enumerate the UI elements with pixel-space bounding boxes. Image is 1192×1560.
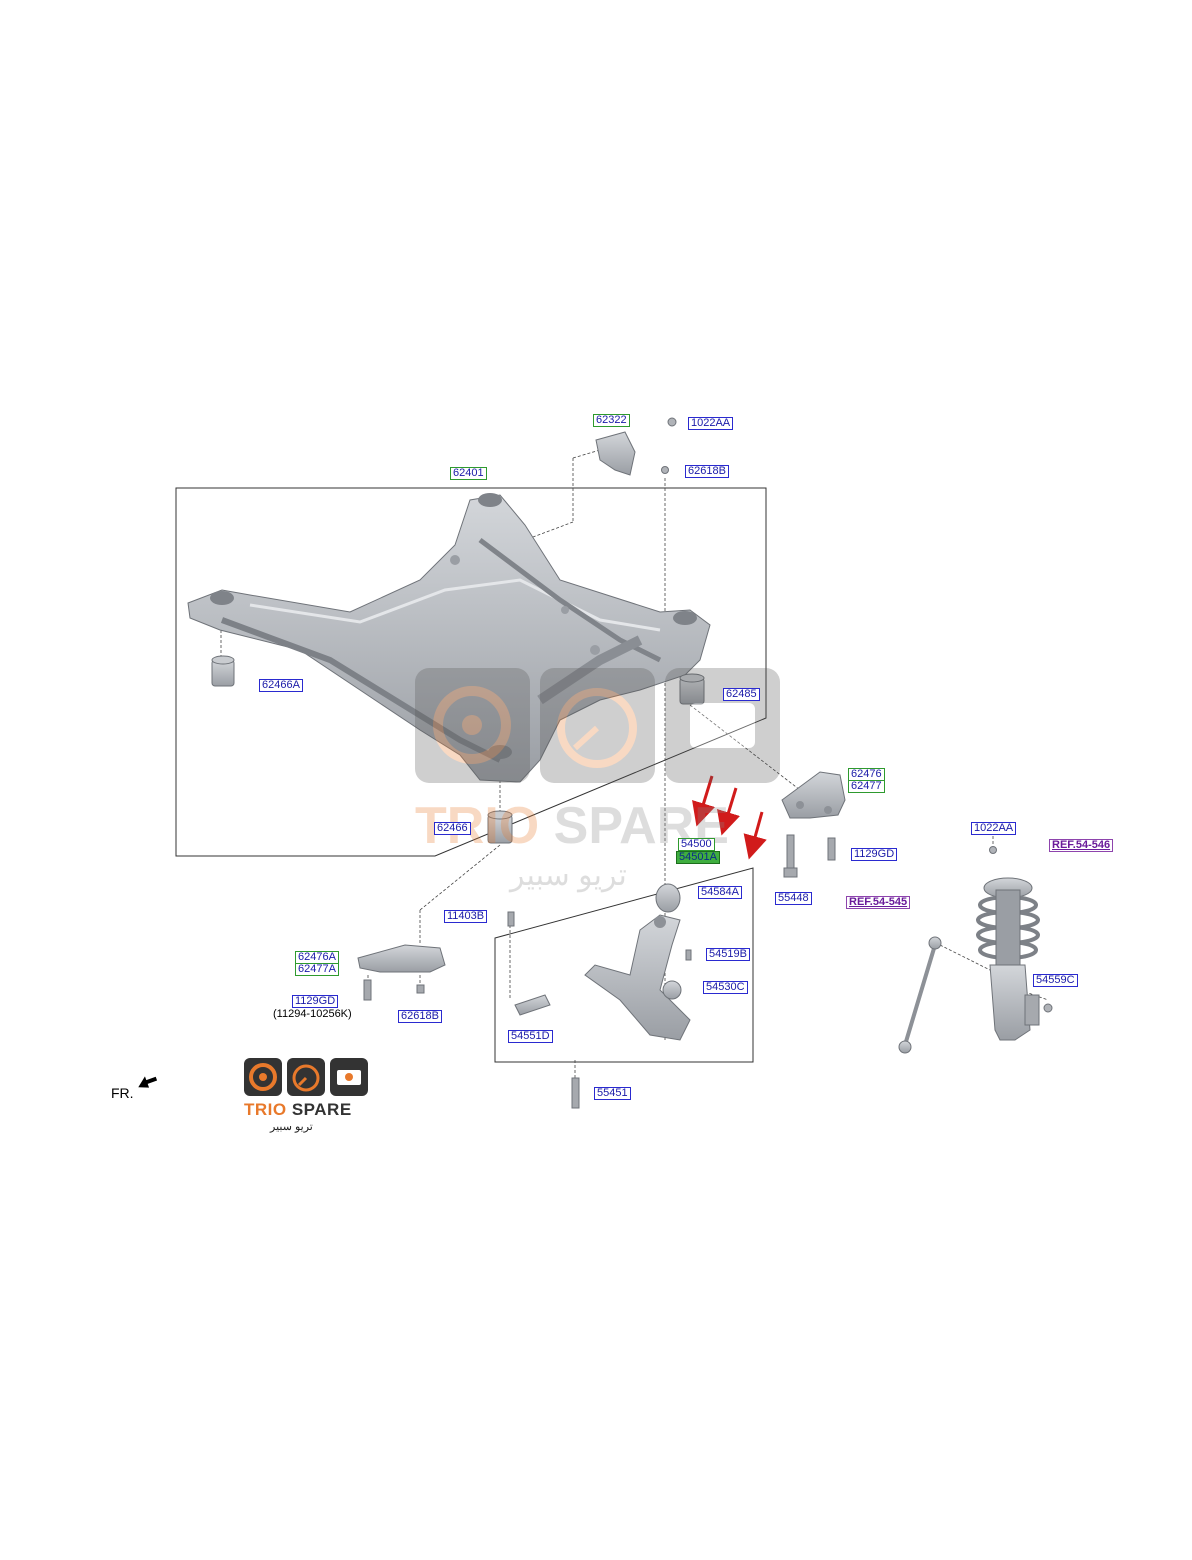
brake-disc-icon [244, 1058, 282, 1096]
front-direction-label: FR. [111, 1085, 134, 1101]
logo-brand-left: TRIO [244, 1100, 287, 1119]
lower-control-arm [507, 883, 692, 1109]
label-1129GD-right: 1129GD [851, 848, 898, 861]
label-62477A: 62477A [295, 963, 339, 976]
stabilizer-link [898, 936, 942, 1054]
label-54519B: 54519B [706, 948, 750, 961]
label-55451: 55451 [594, 1087, 631, 1100]
bushing-62485 [679, 673, 705, 705]
label-62466A: 62466A [259, 679, 303, 692]
label-62401: 62401 [450, 467, 487, 480]
subframe-group-frame [175, 487, 767, 857]
logo-icons [244, 1058, 368, 1096]
bracket-62476-right [781, 771, 846, 878]
highlight-arrows [692, 775, 767, 860]
ref-link-54-545[interactable]: REF.54-545 [846, 896, 911, 909]
fr-arrow-icon [138, 1076, 158, 1088]
strut-assembly [976, 846, 1053, 1041]
label-62322: 62322 [593, 414, 630, 427]
label-11294-10256K: (11294-10256K) [273, 1008, 352, 1020]
label-54584A: 54584A [698, 886, 742, 899]
logo-arabic: تريو سبير [270, 1121, 313, 1133]
bushing-62466 [487, 810, 513, 844]
label-11403B: 11403B [444, 910, 488, 923]
logo-brand: TRIO SPARE [244, 1100, 352, 1120]
label-1022AA-right: 1022AA [971, 822, 1017, 835]
logo-brand-right: SPARE [291, 1100, 352, 1119]
engine-icon [330, 1058, 368, 1096]
bracket-62476A-left [357, 944, 446, 1001]
label-62466: 62466 [434, 822, 471, 835]
label-54530C: 54530C [703, 981, 748, 994]
bushing-62466A [211, 655, 235, 687]
ref-link-54-546[interactable]: REF.54-546 [1049, 839, 1114, 852]
brand-logo: TRIO SPARE تريو سبير [240, 1058, 368, 1136]
bracket-62322 [595, 417, 677, 476]
label-54559C: 54559C [1033, 974, 1078, 987]
gauge-icon [287, 1058, 325, 1096]
label-62618B-bottom: 62618B [398, 1010, 442, 1023]
label-62485: 62485 [723, 688, 760, 701]
label-54500: 54500 [678, 838, 715, 851]
label-1022AA-top: 1022AA [688, 417, 734, 430]
front-direction-indicator: FR. [111, 1085, 134, 1101]
label-54501A: 54501A [676, 851, 720, 864]
label-62477: 62477 [848, 780, 885, 793]
label-1129GD-left: 1129GD [292, 995, 339, 1008]
label-55448: 55448 [775, 892, 812, 905]
label-54551D: 54551D [508, 1030, 553, 1043]
subframe-crossmember [187, 493, 711, 783]
label-62618B-top: 62618B [685, 465, 729, 478]
